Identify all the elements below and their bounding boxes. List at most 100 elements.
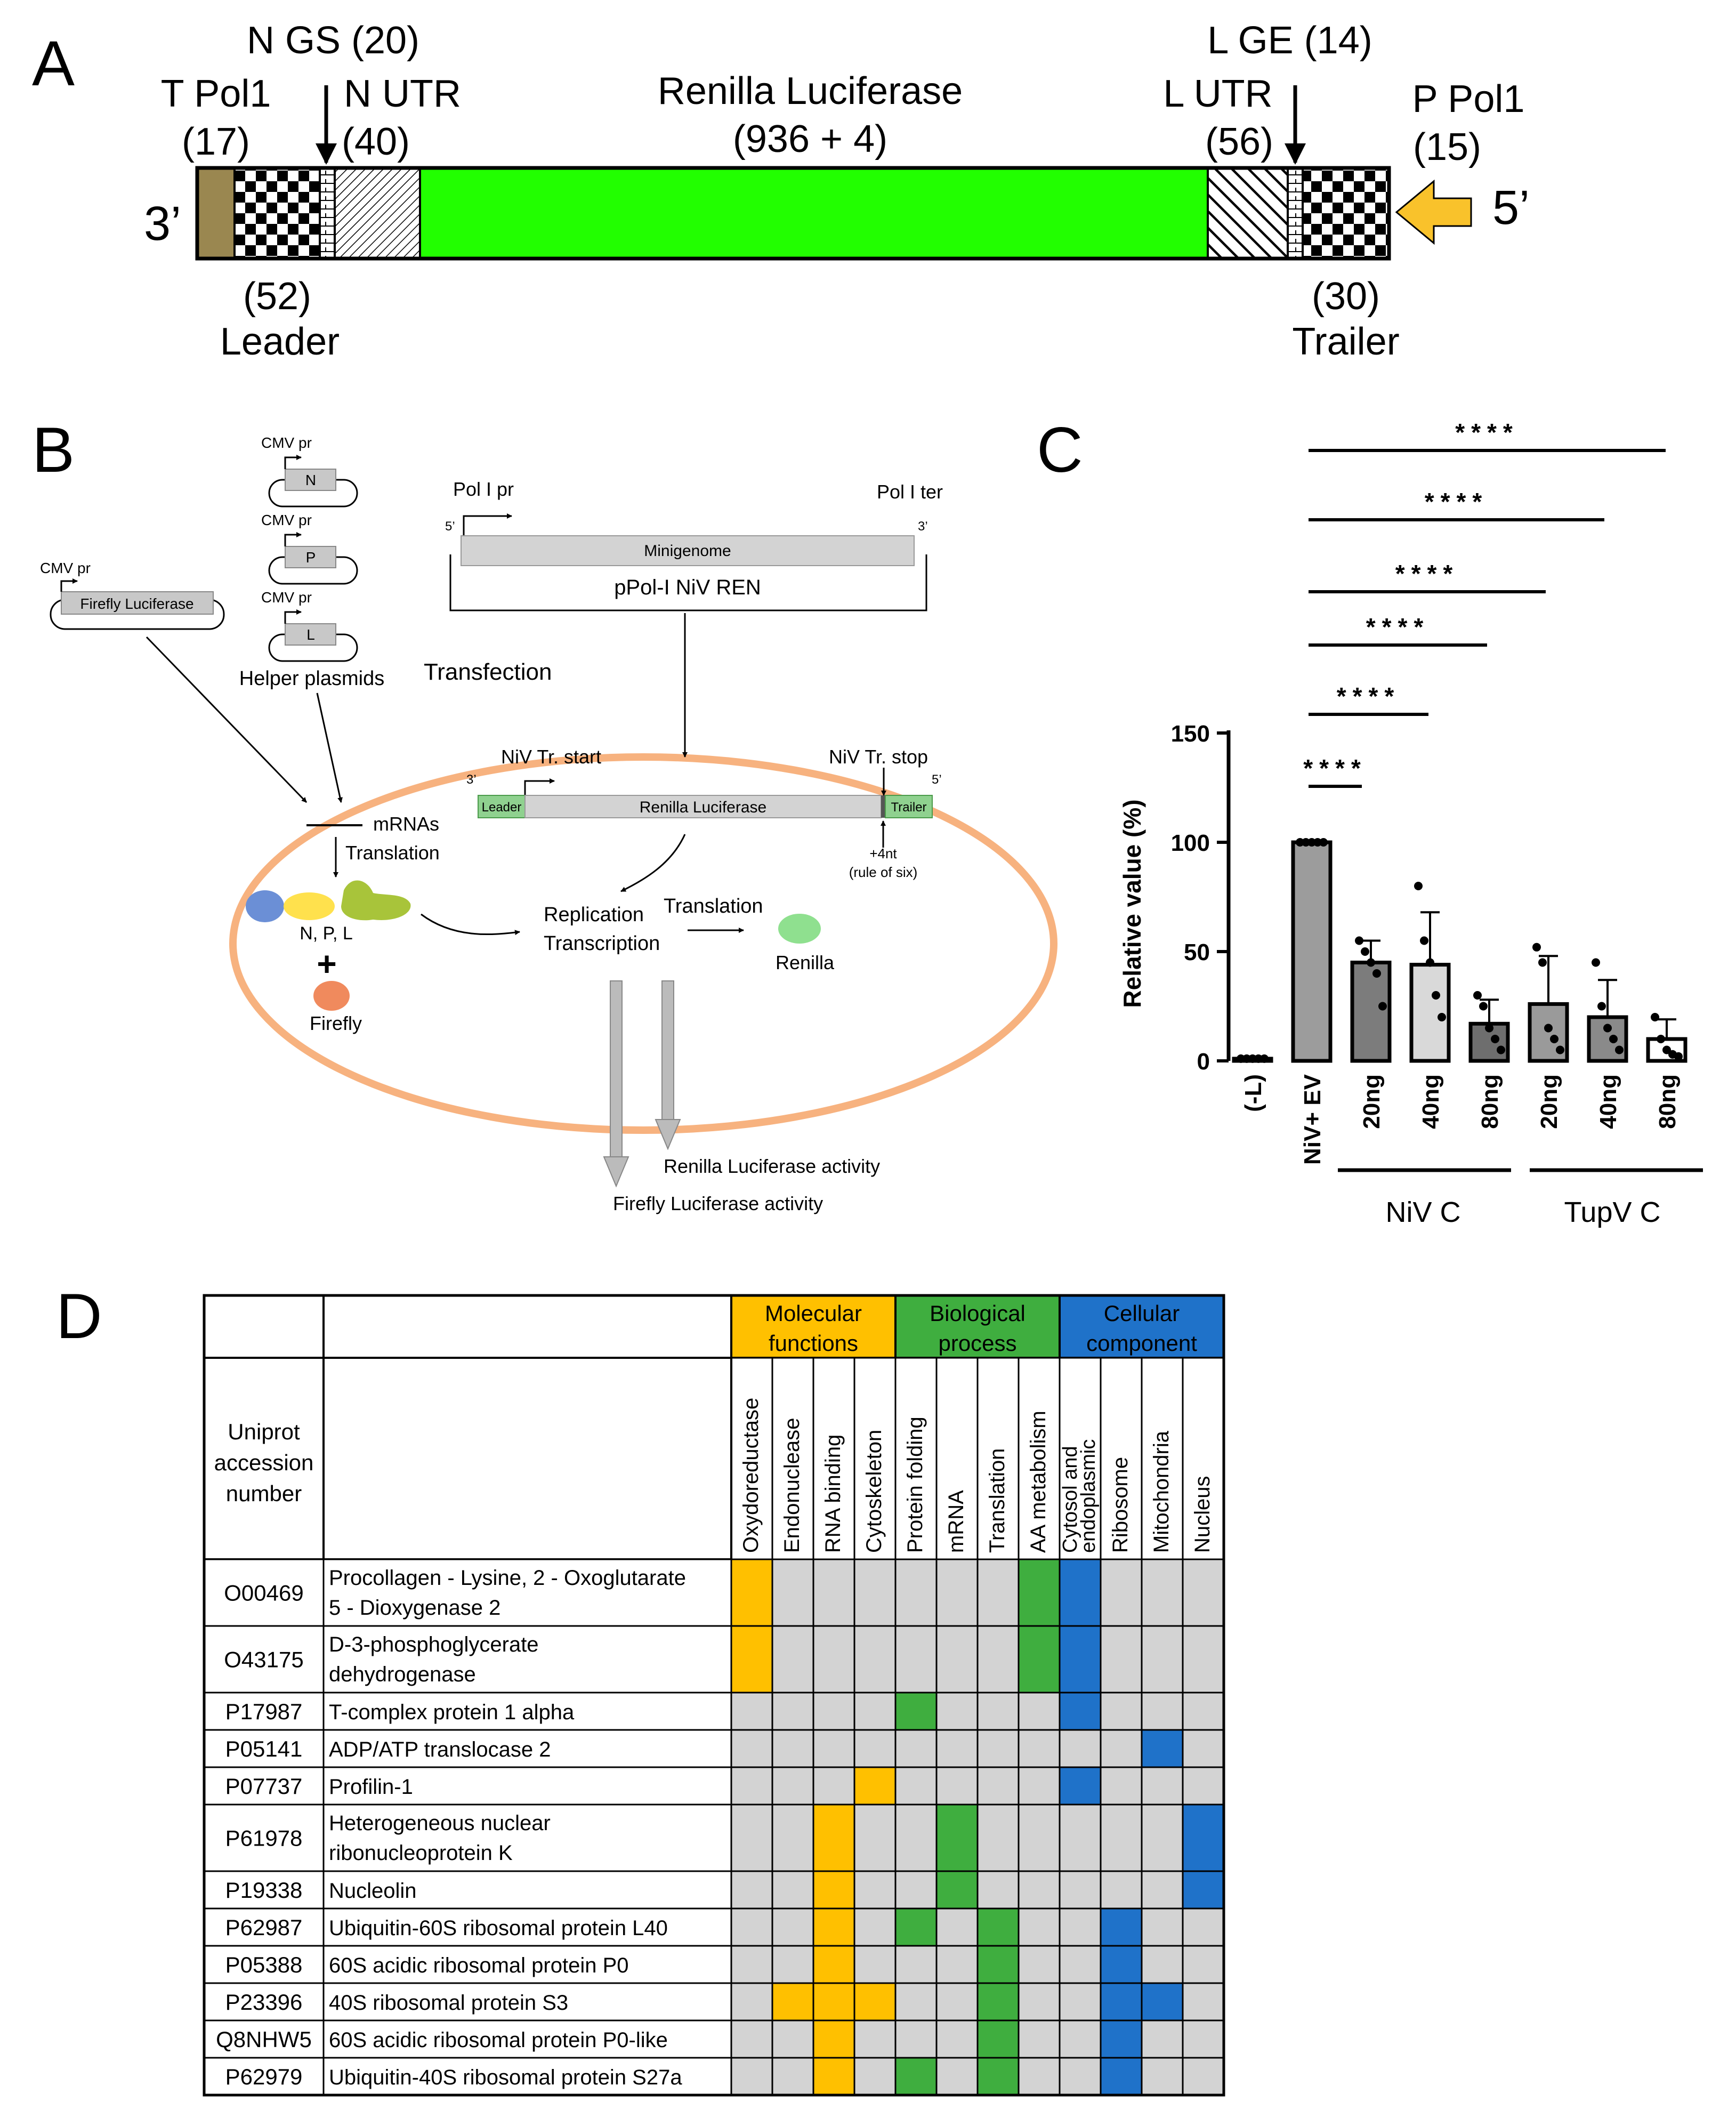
label-renilla-length: (936 + 4) xyxy=(733,118,887,160)
annotation-cell xyxy=(1018,2019,1061,2059)
y-tick-label: 100 xyxy=(1171,830,1210,856)
label-leader: Leader xyxy=(220,320,340,363)
header-blank xyxy=(203,1294,325,1359)
annotation-cell xyxy=(853,1729,897,1768)
annotation-cell xyxy=(1100,2057,1143,2096)
label-3-prime: 3’ xyxy=(144,197,181,251)
annotation-cell xyxy=(1141,1945,1184,1984)
segment-t-pol1 xyxy=(196,167,236,260)
annotation-cell xyxy=(976,1625,1020,1694)
protein-name: 5 - Dioxygenase 2 xyxy=(329,1596,500,1620)
annotation-cell xyxy=(812,1945,855,1984)
label-l-utr: L UTR xyxy=(1163,73,1272,115)
annotation-cell xyxy=(812,1803,855,1872)
data-point xyxy=(1367,958,1375,967)
column-header-label: Ribosome xyxy=(1109,1457,1132,1553)
annotation-cell xyxy=(1059,1945,1102,1984)
npl-label: N, P, L xyxy=(300,923,353,944)
pol-i-ter-label: Pol I ter xyxy=(877,481,943,503)
annotation-cell xyxy=(976,2057,1020,2096)
annotation-cell xyxy=(1141,1692,1184,1731)
column-header xyxy=(853,1357,897,1560)
annotation-cell xyxy=(1059,1625,1102,1694)
label-trailer: Trailer xyxy=(1292,320,1399,363)
group-header-label: Molecular xyxy=(765,1301,862,1326)
insert-label: P xyxy=(306,549,316,566)
gene-end-mark xyxy=(881,795,885,818)
annotation-cell xyxy=(976,1692,1020,1731)
annotation-cell xyxy=(1059,1766,1102,1806)
uniprot-id: P17987 xyxy=(225,1699,303,1724)
annotation-cell xyxy=(894,1803,938,1872)
column-header-label: Translation xyxy=(986,1448,1009,1553)
segment-n-gs xyxy=(319,167,336,260)
name-header-cell xyxy=(322,1357,732,1560)
bar xyxy=(1587,1015,1628,1063)
data-point xyxy=(1609,1035,1618,1043)
uniprot-id: P07737 xyxy=(225,1774,303,1799)
data-point xyxy=(1603,1024,1612,1033)
annotation-cell xyxy=(1100,1803,1143,1872)
annotation-cell xyxy=(1018,1870,1061,1910)
annotation-cell xyxy=(1141,2057,1184,2096)
uniprot-header-label: number xyxy=(226,1481,302,1506)
protein-name-cell xyxy=(322,2019,732,2059)
uniprot-header-cell xyxy=(203,1357,325,1560)
annotation-cell xyxy=(812,2057,855,2096)
trailer-box-label: Trailer xyxy=(891,800,926,815)
annotation-cell xyxy=(935,1982,979,2022)
column-header xyxy=(812,1357,855,1560)
data-point xyxy=(1237,1054,1245,1063)
label-l-ge: L GE (14) xyxy=(1207,19,1372,62)
uniprot-id: P05388 xyxy=(225,1952,303,1977)
annotation-cell xyxy=(1182,2019,1225,2059)
translation-label-1: Translation xyxy=(345,842,440,864)
annotation-cell xyxy=(1100,1870,1143,1910)
annotation-cell xyxy=(730,1907,773,1947)
cell-outline xyxy=(229,753,1057,1134)
panel-b: B CMV pr N CMV pr P CMV pr L Helper plas… xyxy=(32,414,1057,1214)
data-point xyxy=(1491,1035,1499,1043)
firefly-plasmid: CMV pr Firefly Luciferase xyxy=(40,560,225,630)
protein-name: 40S ribosomal protein S3 xyxy=(329,1991,568,2015)
helpers-to-mrna-arrow xyxy=(316,692,343,803)
annotation-cell xyxy=(1141,1870,1184,1910)
annotation-cell xyxy=(935,2057,979,2096)
protein-name: Ubiquitin-40S ribosomal protein S27a xyxy=(329,2066,682,2089)
column-header-label: Cytoskeleton xyxy=(862,1430,886,1553)
protein-name-cell xyxy=(322,1558,732,1627)
annotation-cell xyxy=(1182,1870,1225,1910)
firefly-protein-icon xyxy=(313,981,350,1011)
data-point xyxy=(1438,1013,1446,1021)
firefly-activity-label: Firefly Luciferase activity xyxy=(613,1193,823,1214)
minigenome-label: Minigenome xyxy=(644,542,731,560)
bar xyxy=(1291,840,1333,1063)
plasmid-insert xyxy=(285,469,336,491)
annotation-cell xyxy=(853,1803,897,1872)
annotation-cell xyxy=(894,2019,938,2059)
annotation-cell xyxy=(1059,1982,1102,2022)
protein-name: D-3-phosphoglycerate xyxy=(329,1633,539,1656)
annotation-cell xyxy=(1018,1803,1061,1872)
annotation-cell xyxy=(853,1982,897,2022)
protein-name-cell xyxy=(322,1766,732,1806)
renilla-protein-icon xyxy=(778,914,821,944)
data-point xyxy=(1296,838,1304,847)
annotation-cell xyxy=(1100,1907,1143,1947)
data-point xyxy=(1532,943,1541,952)
annotation-cell xyxy=(730,1870,773,1910)
annotation-cell xyxy=(771,2019,814,2059)
cmv-pr-label: CMV pr xyxy=(261,512,312,528)
annotation-cell xyxy=(1100,1692,1143,1731)
annotation-cell xyxy=(935,1766,979,1806)
promoter-arrow-icon xyxy=(463,513,512,536)
annotation-cell xyxy=(1141,1907,1184,1947)
renilla-activity-label: Renilla Luciferase activity xyxy=(664,1155,880,1177)
annotation-cell xyxy=(1018,1766,1061,1806)
protein-name-cell xyxy=(322,1625,732,1694)
annotation-cell xyxy=(1059,1558,1102,1627)
ppol-name-label: pPol-I NiV REN xyxy=(614,576,761,599)
leader-box-label: Leader xyxy=(482,800,522,815)
data-point xyxy=(1248,1054,1257,1063)
uniprot-cell xyxy=(203,1766,325,1806)
